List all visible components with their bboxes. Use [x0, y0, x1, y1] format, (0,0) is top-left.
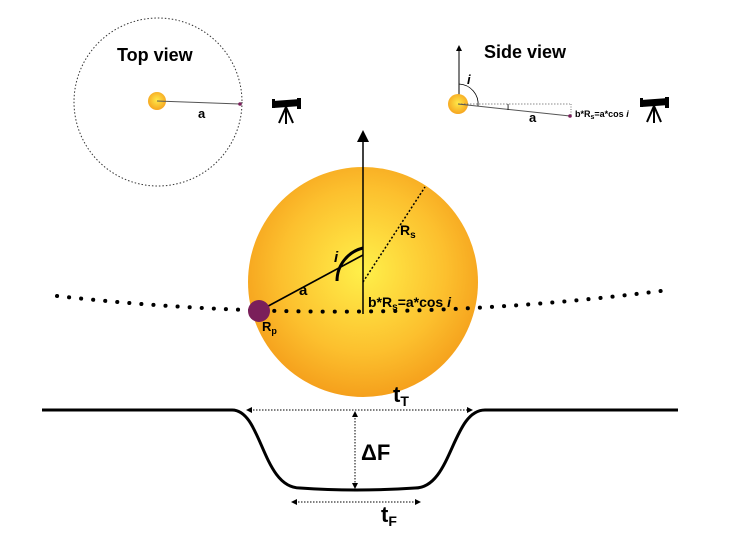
side-view-a-label: a	[529, 110, 537, 125]
side-view-planet	[568, 114, 572, 118]
main-i-label: i	[334, 249, 339, 266]
side-view-semi-major-axis	[457, 103, 571, 117]
light-curve-panel: tT ΔF tF	[42, 382, 678, 529]
side-view-impact-label: b*Rs=a*cos i	[575, 109, 629, 121]
main-rs-label: Rs	[400, 222, 416, 241]
main-planet	[248, 300, 270, 322]
side-view-inclination-arc	[458, 83, 479, 107]
main-rp-label: Rp	[262, 319, 277, 336]
planet-orbit-path	[55, 288, 670, 314]
top-view-orbit	[73, 17, 243, 187]
top-view-semi-major-axis	[156, 100, 241, 105]
flat-duration-label: tF	[381, 502, 397, 529]
main-semi-major-axis	[258, 254, 364, 312]
main-transit-view: i a Rs Rp b*Rs=a*cos i	[55, 130, 670, 397]
stellar-radius-line	[362, 186, 426, 283]
top-view-a-label: a	[198, 106, 206, 121]
main-inclination-arc	[335, 246, 364, 282]
top-view-title: Top view	[117, 45, 194, 65]
top-view-planet	[238, 102, 242, 106]
depth-label: ΔF	[361, 440, 390, 465]
side-view-i-label: i	[467, 72, 471, 87]
side-view-title: Side view	[484, 42, 567, 62]
transit-duration-label: tT	[393, 382, 409, 409]
telescope-icon	[640, 97, 669, 123]
telescope-icon	[272, 98, 301, 124]
main-impact-label: b*Rs=a*cos i	[368, 294, 452, 313]
top-view-panel: Top view a	[73, 17, 301, 187]
main-a-label: a	[299, 282, 308, 299]
light-curve	[42, 408, 678, 492]
side-view-panel: Side view i a b*Rs=a*cos i	[448, 42, 669, 125]
